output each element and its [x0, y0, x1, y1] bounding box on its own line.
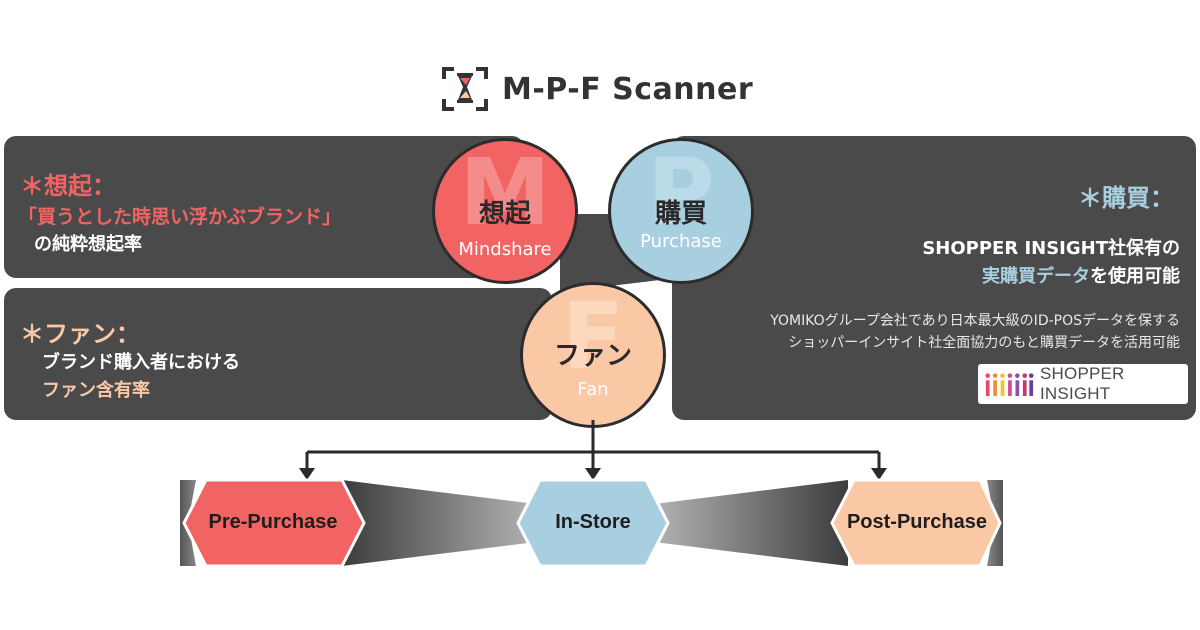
purchase-circle: P 購買 Purchase [608, 138, 754, 284]
page-title: M-P-F Scanner [502, 71, 754, 107]
mindshare-line2: の純粋想起率 [34, 234, 142, 255]
mindshare-circle: M 想起 Mindshare [432, 138, 578, 284]
stage-hex-post-purchase [830, 478, 1002, 568]
scanner-icon [442, 67, 488, 111]
purchase-line1: SHOPPER INSIGHT社保有の [922, 238, 1180, 259]
purchase-heading: ＊購買： [1078, 184, 1174, 212]
purchase-desc1: YOMIKOグループ会社であり日本最大級のID-POSデータを保する [770, 313, 1180, 329]
purchase-kanji: 購買 [654, 199, 707, 229]
title-bar: M-P-F Scanner [442, 66, 753, 112]
shopper-insight-logo-text: SHOPPER INSIGHT [1040, 364, 1125, 403]
stage-hex-in-store [516, 478, 670, 568]
purchase-english: Purchase [640, 231, 722, 252]
mindshare-heading: ＊想起： [20, 172, 116, 200]
fan-heading: ＊ファン： [20, 320, 140, 348]
fan-circle: F ファン Fan [520, 282, 666, 428]
flow-arrows [305, 420, 881, 470]
fan-panel: ＊ファン： ブランド購入者における ファン含有率 [4, 288, 552, 420]
mindshare-kanji: 想起 [478, 199, 531, 229]
purchase-line2-rest: を使用可能 [1090, 266, 1180, 287]
stage-hex-pre-purchase [182, 478, 366, 568]
purchase-letter: P [647, 139, 715, 246]
shopper-insight-logo: SHOPPER INSIGHT [978, 364, 1188, 404]
fan-line2: ファン含有率 [42, 380, 150, 401]
mindshare-letter: M [459, 139, 551, 246]
stage-label-post-purchase: Post-Purchase [846, 511, 988, 533]
purchase-line2: 実購買データを使用可能 [982, 262, 1180, 288]
fan-kanji: ファン [553, 341, 632, 371]
stage-label-in-store: In-Store [555, 511, 631, 533]
fan-english: Fan [577, 379, 609, 400]
fan-line1: ブランド購入者における [42, 352, 240, 373]
mindshare-line1: 「買うとした時思い浮かぶブランド」 [18, 206, 342, 228]
shopper-insight-logo-icon [985, 373, 1034, 397]
mindshare-english: Mindshare [458, 239, 552, 260]
fan-letter: F [561, 283, 625, 390]
purchase-desc2: ショッパーインサイト社全面協力のもと購買データを活用可能 [788, 335, 1180, 351]
purchase-highlight: 実購買データ [982, 266, 1090, 287]
stage-label-pre-purchase: Pre-Purchase [208, 511, 338, 533]
